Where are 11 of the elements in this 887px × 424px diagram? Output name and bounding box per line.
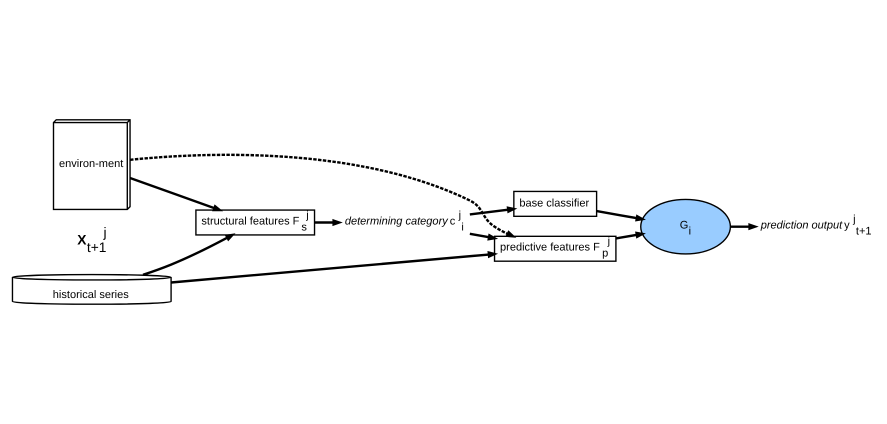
arrow	[130, 154, 516, 238]
arrow	[171, 250, 498, 284]
arrow	[130, 176, 224, 212]
arrow	[142, 233, 236, 276]
arrow	[314, 218, 343, 226]
arrow	[596, 210, 646, 222]
arrow	[730, 223, 759, 230]
arrow	[470, 206, 518, 216]
arrow	[616, 232, 646, 240]
arrow	[470, 232, 498, 241]
node-box: base classifier	[513, 190, 598, 217]
